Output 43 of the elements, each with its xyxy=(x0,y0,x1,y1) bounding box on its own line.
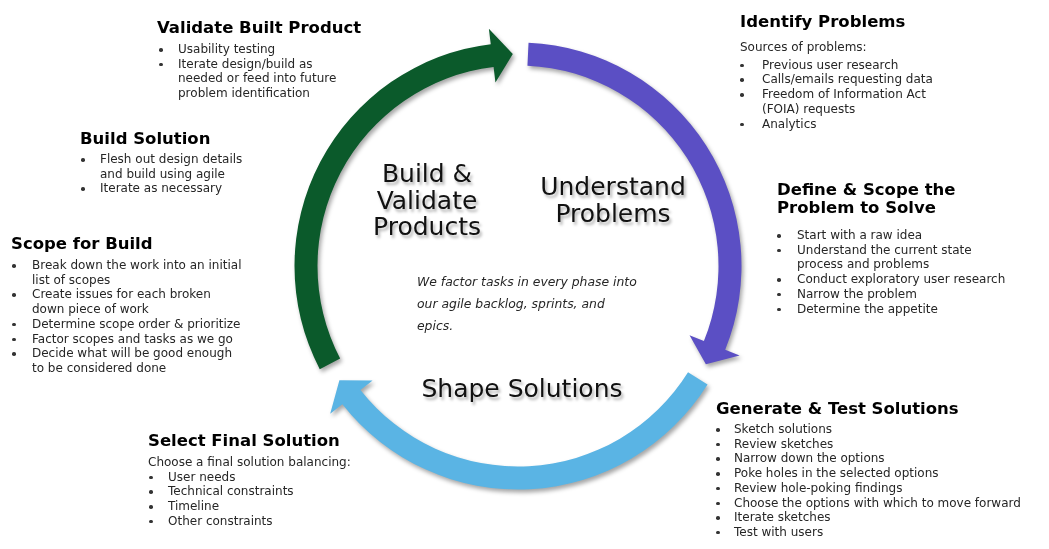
bullet-point: Choose the options with which to move forward xyxy=(716,495,1046,511)
bullet-point: Narrow the problem xyxy=(777,286,1012,302)
bullet-point: Calls/emails requesting data xyxy=(740,72,952,88)
section-heading: Define & Scope the Problem to Solve xyxy=(777,181,957,217)
section-heading: Scope for Build xyxy=(11,235,153,253)
section-heading: Build Solution xyxy=(80,130,211,148)
bullet-point: Determine the appetite xyxy=(777,301,1012,317)
bullet-point: Previous user research xyxy=(740,57,952,73)
bullet-point: Start with a raw idea xyxy=(777,228,1012,243)
bullet-point: Review hole-poking findings xyxy=(716,480,1046,496)
section-heading: Select Final Solution xyxy=(148,432,340,450)
bullet-point: Understand the current state process and problems xyxy=(777,242,1012,273)
bullet-point: Create issues for each broken down piece of work xyxy=(11,287,244,317)
bullet-point: Determine scope order & prioritize xyxy=(11,316,244,332)
bullet-point: Iterate sketches xyxy=(716,510,1046,525)
section-heading: Generate & Test Solutions xyxy=(716,400,959,418)
intro-text: Choose a final solution balancing: xyxy=(148,455,352,470)
phase-label: Understand Problems xyxy=(539,174,687,227)
bullet-point: Conduct exploratory user research xyxy=(777,272,1012,287)
bullet-point: Factor scopes and tasks as we go xyxy=(11,331,244,347)
bullet-point: Decide what will be good enough to be considered done xyxy=(11,346,244,376)
phase-label: Build & Validate Products xyxy=(372,161,482,241)
bullet-point: Review sketches xyxy=(716,436,1046,452)
bullet-point: Iterate design/build as needed or feed into future problem identification xyxy=(157,56,353,101)
bullet-point: Usability testing xyxy=(157,42,353,57)
bullet-point: Other constraints xyxy=(148,513,388,529)
bullet-point: Freedom of Information Act (FOIA) requests xyxy=(740,87,952,117)
bullet-point: Analytics xyxy=(740,116,952,132)
bullet-point: Test with users xyxy=(716,524,1046,540)
bullet-point: Break down the work into an initial list of scopes xyxy=(11,258,244,288)
bullet-point: Iterate as necessary xyxy=(80,181,254,197)
bullet-point: User needs xyxy=(148,469,388,485)
bullet-point: Poke holes in the selected options xyxy=(716,466,1046,481)
bullet-point: Timeline xyxy=(148,499,388,514)
note-text: We factor tasks in every phase into our agile backlog, sprints, and epics. xyxy=(417,273,638,335)
bullet-point: Flesh out design details and build using agile xyxy=(80,152,254,182)
bullet-point: Sketch solutions xyxy=(716,422,1046,437)
phase-label: Shape Solutions xyxy=(420,376,624,403)
bullet-point: Technical constraints xyxy=(148,484,388,500)
section-heading: Validate Built Product xyxy=(157,19,362,37)
intro-text: Sources of problems: xyxy=(740,40,868,55)
section-heading: Identify Problems xyxy=(740,13,906,31)
bullet-point: Narrow down the options xyxy=(716,451,1046,467)
